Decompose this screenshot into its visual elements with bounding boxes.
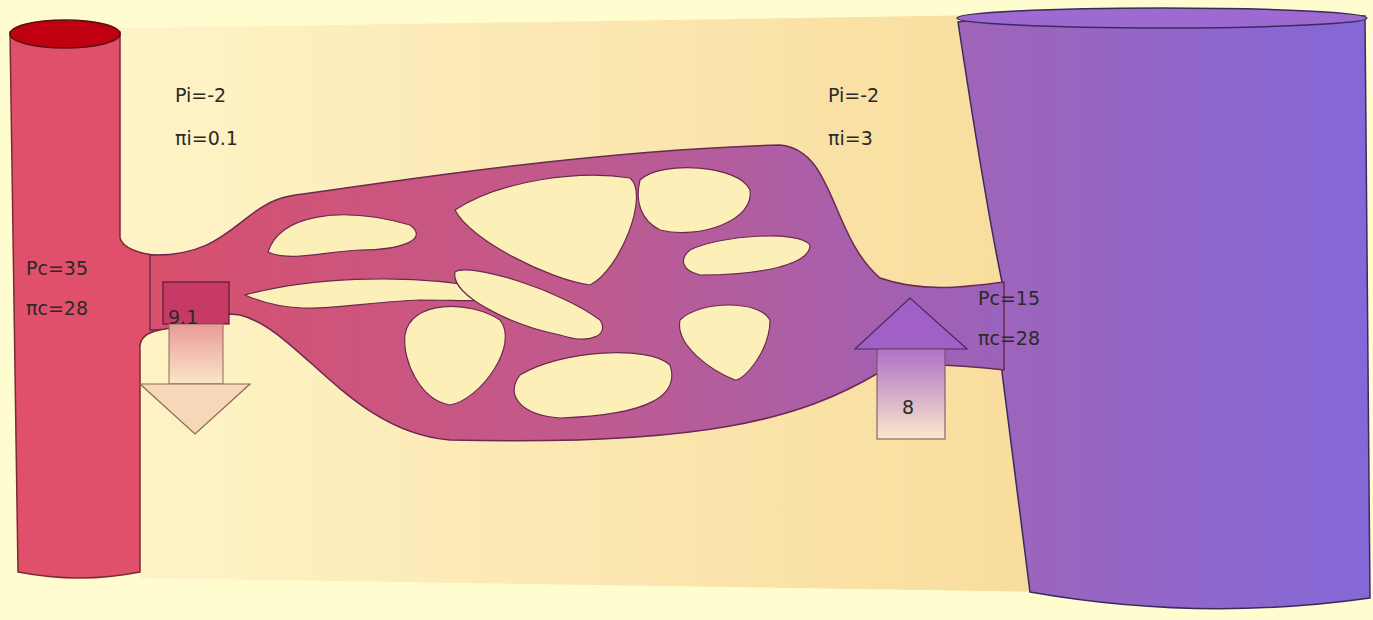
venule (958, 10, 1370, 608)
flow-value: 8 (902, 396, 914, 419)
pressure-label: Pc=15 (978, 287, 1040, 310)
pressure-label: Pc=35 (26, 257, 88, 280)
capillary-gaps (245, 168, 810, 418)
arteriole-opening (10, 20, 120, 48)
arrow-head (855, 298, 967, 349)
arrow-head (140, 384, 250, 434)
pressure-label: Pi=-2 (828, 84, 879, 107)
arrow-shaft (169, 324, 223, 384)
pressure-label: πi=3 (828, 127, 873, 150)
tissue-band (10, 15, 1050, 592)
pressure-label: πc=28 (26, 297, 88, 320)
arteriole (10, 32, 160, 578)
flow-value: 9.1 (168, 306, 198, 329)
venule-opening (957, 8, 1367, 28)
pressure-label: πi=0.1 (175, 127, 238, 150)
pressure-label: Pi=-2 (175, 84, 226, 107)
pressure-label: πc=28 (978, 327, 1040, 350)
arrow-shaft (877, 349, 945, 439)
capillary-bed (150, 145, 1004, 441)
